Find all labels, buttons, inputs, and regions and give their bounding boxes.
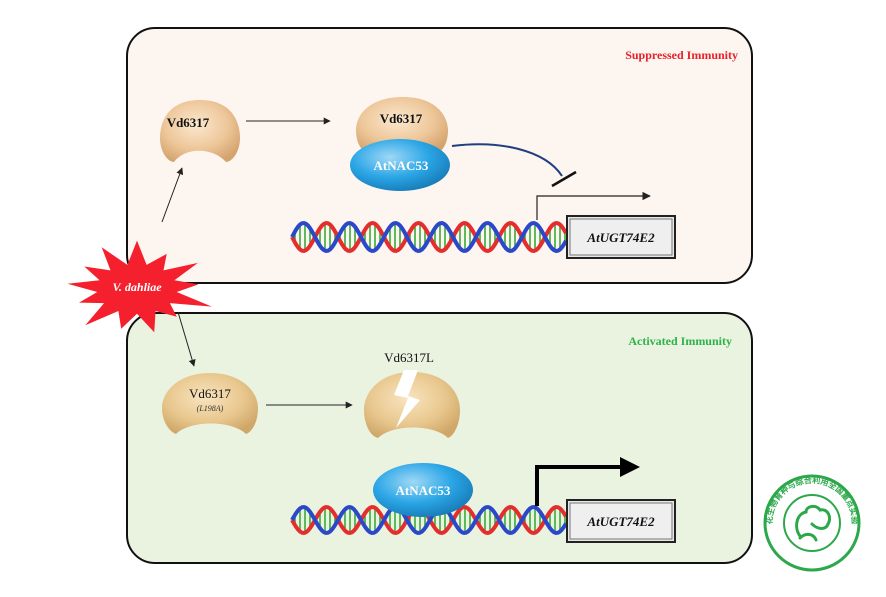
effector-bound-top: Vd6317 [356, 97, 448, 154]
cotton-boll-icon [795, 504, 832, 542]
promoter-arrow-bottom [535, 457, 640, 506]
effector-mutant-label: Vd6317 [189, 386, 231, 401]
arrow-secretion-top [161, 167, 184, 223]
gene-box-top: AtUGT74E2 [566, 215, 676, 259]
pathogen-label: V. dahliae [112, 280, 162, 294]
dna-strand [290, 504, 568, 536]
effector-free-top: Vd6317 [160, 100, 240, 162]
gene-box-bottom: AtUGT74E2 [566, 499, 676, 543]
effector-free-label: Vd6317 [167, 115, 210, 130]
pathogen-star: V. dahliae [67, 240, 212, 333]
bottom-panel-label: Activated Immunity [628, 334, 732, 348]
effector-mutant-sublabel: (L198A) [197, 404, 224, 413]
gene-label-bottom: AtUGT74E2 [586, 514, 655, 529]
effector-free-shape [160, 100, 240, 162]
effector-bound-label: Vd6317 [380, 111, 423, 126]
inhibition-arc [451, 143, 563, 177]
tf-bottom: AtNAC53 [373, 463, 473, 517]
arrow-secretion-bottom [177, 311, 196, 367]
crack-icon [394, 370, 420, 428]
top-panel-label: Suppressed Immunity [625, 48, 738, 62]
effector-bound-shape [356, 97, 448, 154]
effector-broken-label: Vd6317L [384, 350, 434, 365]
dna-strand [290, 220, 568, 254]
pathogen-star-shape [67, 240, 212, 333]
effector-broken: Vd6317L [364, 350, 460, 438]
dna-helix-top [290, 220, 568, 254]
inhibition-bar [551, 170, 577, 188]
tf-top-label: AtNAC53 [374, 158, 429, 173]
tf-top-shape [350, 139, 450, 191]
tf-bottom-label: AtNAC53 [396, 483, 451, 498]
effector-mutant: Vd6317 (L198A) [162, 373, 258, 434]
tf-bottom-shape [373, 463, 473, 517]
gene-label-top: AtUGT74E2 [586, 230, 655, 245]
tf-top: AtNAC53 [350, 139, 450, 191]
promoter-arrow-top [536, 191, 651, 220]
effector-mutant-shape [162, 373, 258, 434]
